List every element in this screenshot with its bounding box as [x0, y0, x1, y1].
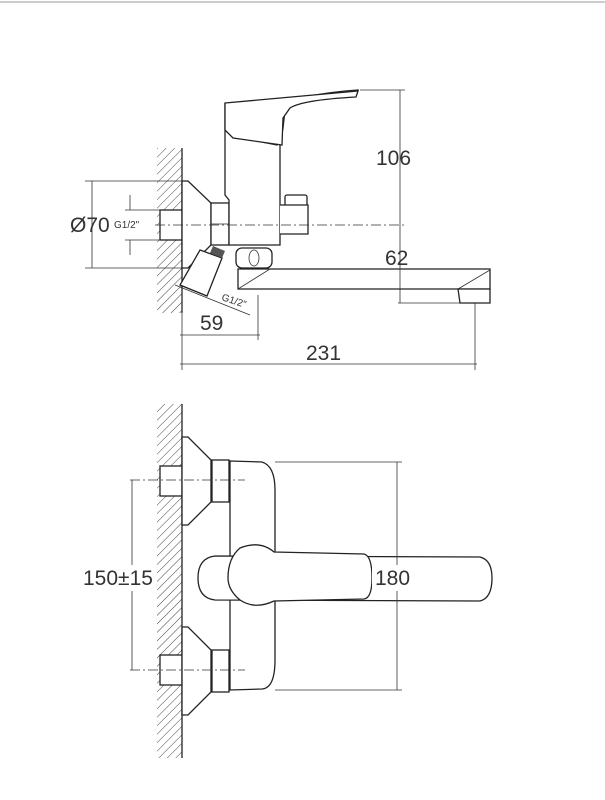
upper-nut [211, 459, 230, 503]
dim-106: 106 [376, 147, 411, 170]
dim-thread-inlet: G1/2" [114, 220, 140, 231]
dim-150-inlet-spacing: 150±15 [83, 567, 153, 590]
wall-hatch [157, 404, 182, 758]
front-view: 150±15 180 [80, 404, 493, 758]
dim-70-diameter: Ø70 [70, 214, 110, 237]
outlet-connector [179, 249, 223, 297]
dim-62: 62 [385, 247, 408, 270]
lower-nut [211, 649, 230, 693]
aerator [457, 288, 491, 304]
lower-flange [181, 626, 212, 716]
dim-thread-outlet: G1/2" [220, 292, 248, 310]
side-view: 106 62 Ø70 G1/2" G1/2" 59 231 [70, 89, 491, 370]
dim-59: 59 [200, 312, 223, 335]
spout [237, 268, 491, 290]
dim-180: 180 [375, 567, 410, 590]
dim-231: 231 [306, 342, 341, 365]
upper-flange [181, 436, 212, 526]
swivel-collar [235, 247, 273, 269]
